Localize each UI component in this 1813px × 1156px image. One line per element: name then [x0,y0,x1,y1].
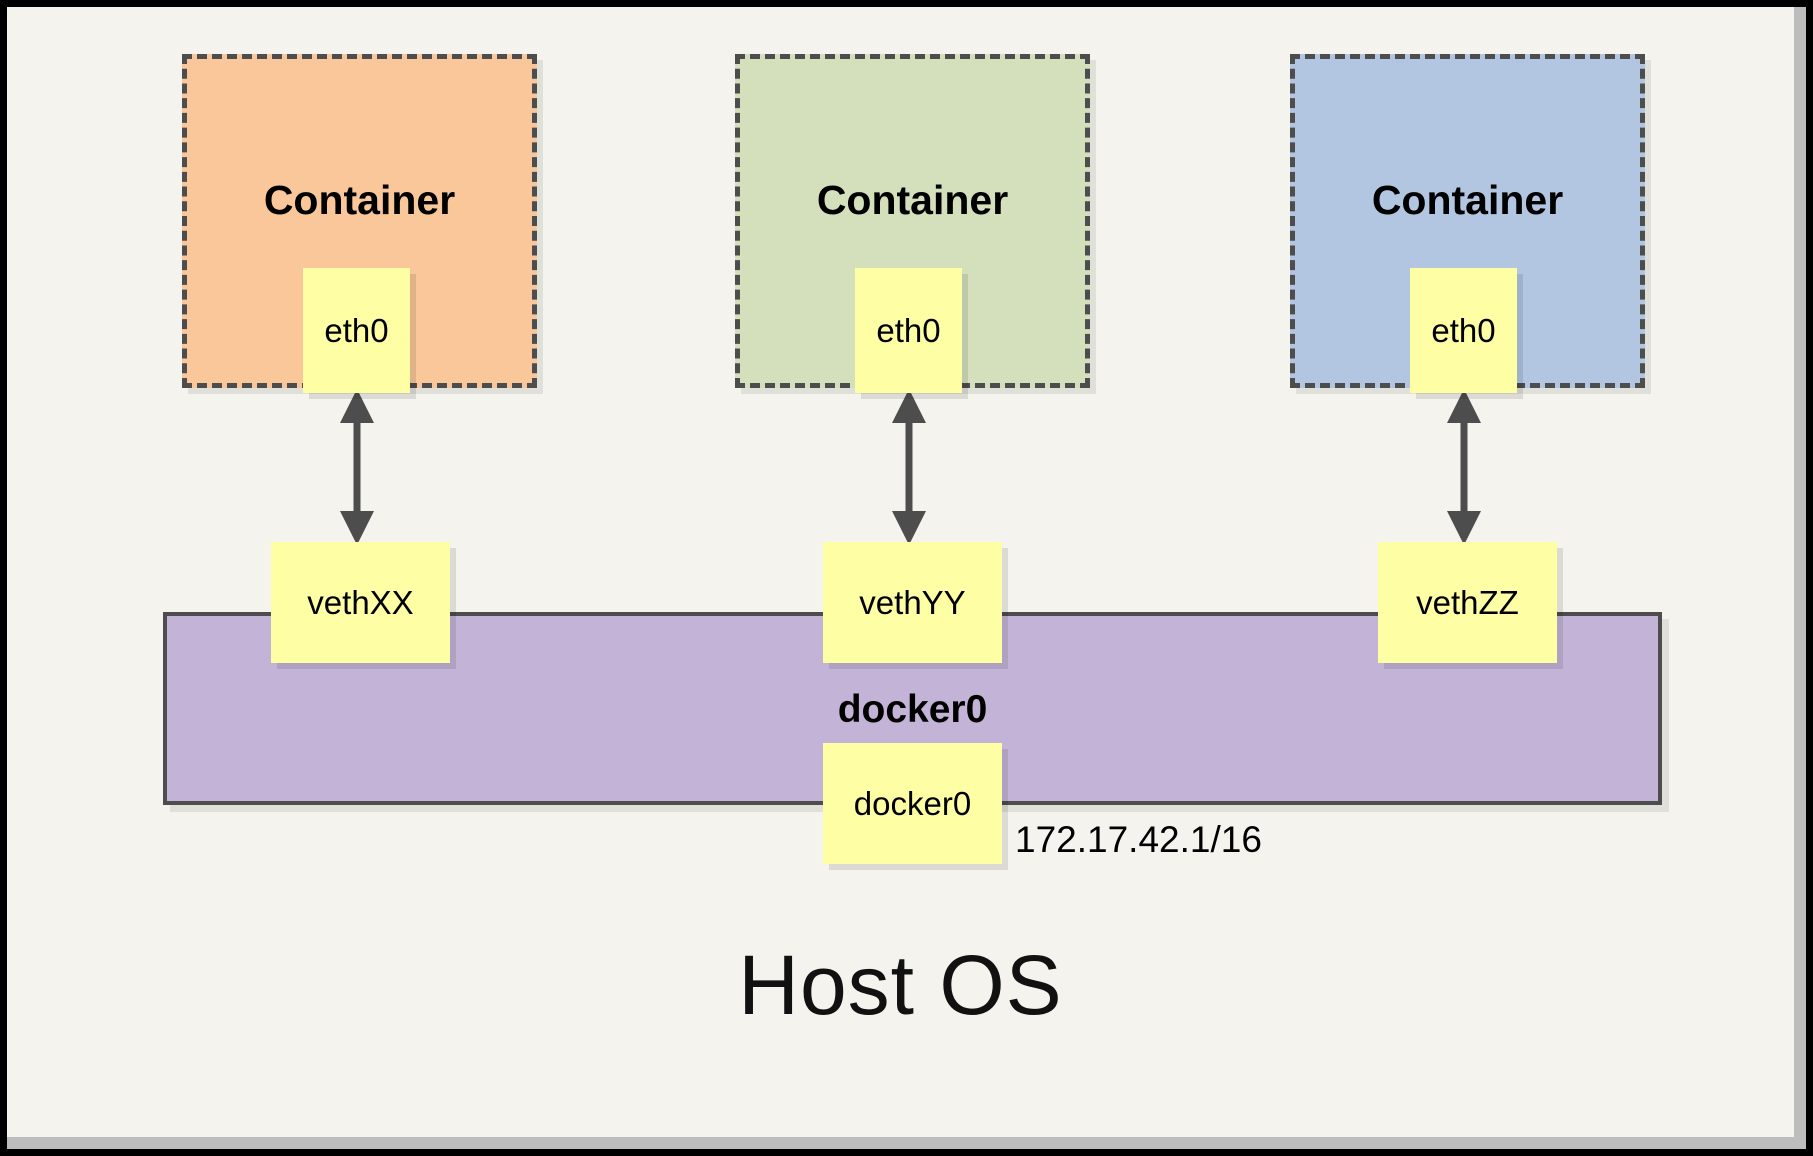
eth0-label-1: eth0 [324,311,389,349]
link-arrow-3 [1447,389,1481,545]
docker0-title: docker0 [837,688,988,731]
host-os-label: Host OS [738,938,1063,1032]
docker0-interface-box[interactable]: docker0 [823,743,1002,864]
docker0-ip-label: 172.17.42.1/16 [1015,819,1262,860]
frame-shadow-right [1794,7,1806,1149]
docker0-interface-label: docker0 [853,784,972,822]
veth-label-3: vethZZ [1416,583,1519,621]
link-arrow-2 [892,389,926,545]
container-label-1: Container [263,177,456,223]
eth0-box-3[interactable]: eth0 [1410,268,1517,393]
veth-box-1[interactable]: vethXX [271,542,450,663]
eth0-label-3: eth0 [1431,311,1496,349]
link-arrow-1 [340,389,374,545]
veth-box-2[interactable]: vethYY [823,542,1002,663]
eth0-box-2[interactable]: eth0 [855,268,962,393]
veth-label-1: vethXX [307,583,414,621]
veth-box-3[interactable]: vethZZ [1378,542,1557,663]
eth0-box-1[interactable]: eth0 [303,268,410,393]
veth-label-2: vethYY [859,583,966,621]
container-label-2: Container [816,177,1009,223]
diagram-inner-canvas: Container eth0 Container eth0 Container … [7,7,1794,1137]
container-label-3: Container [1371,177,1564,223]
eth0-label-2: eth0 [876,311,941,349]
frame-shadow-bottom [7,1137,1806,1149]
